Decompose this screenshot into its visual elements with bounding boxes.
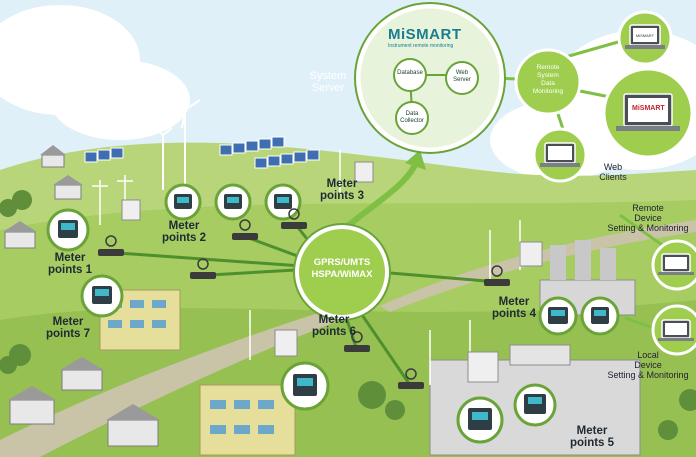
hub-label: GPRS/UMTS HSPA/WiMAX [311,257,373,280]
remote-device-label: Remote Device Setting & Monitoring [607,203,689,233]
meter-points-2-label: Meter points 2 [161,220,207,244]
brand-tagline: Instrument remote monitoring [388,43,454,49]
data-collector-node: Data Collector [400,111,424,124]
meter-points-3-label: Meter points 3 [319,178,365,202]
gprs-umts-hub: GPRS/UMTS HSPA/WiMAX [295,225,389,319]
meter-points-4-label: Meter points 4 [491,296,537,320]
system-server-label: System Server [309,70,347,94]
local-device-label: Local Device Setting & Monitoring [607,350,689,380]
meter-points-1-label: Meter points 1 [47,252,93,276]
meter-points-7-label: Meter points 7 [45,316,91,340]
mismart-logo: MiSMART [388,26,462,43]
laptop-small-label: MiSMART [635,33,655,38]
laptop-brand-label: MiSMART [632,105,665,112]
database-node: Database [397,70,423,76]
meter-points-5-label: Meter points 5 [569,425,615,449]
web-clients-label: Web Clients [599,162,627,182]
meter-points-6-label: Meter points 6 [311,314,357,338]
web-server-node: Web Server [453,70,471,83]
remote-data-monitoring-label: Remote System Data Monitoring [532,64,564,95]
